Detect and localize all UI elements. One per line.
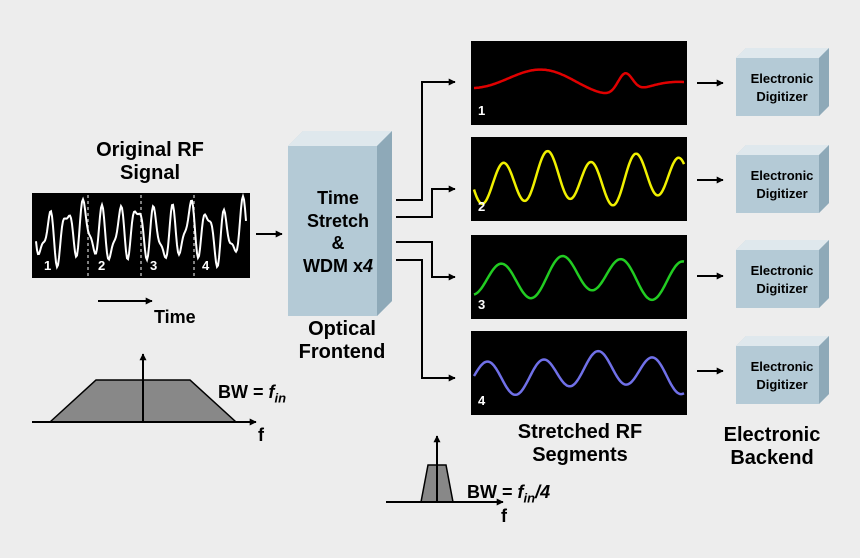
segment-waveform-3 xyxy=(473,254,685,302)
digitizer-box-3 xyxy=(736,240,829,308)
time-label: Time xyxy=(154,307,196,327)
input-frequency-axis-label: f xyxy=(258,425,264,445)
input-spectrum xyxy=(32,353,257,426)
input-segment-number-4: 4 xyxy=(202,258,210,273)
optical-frontend-caption: Optical Frontend xyxy=(298,318,386,363)
input-title-line2: Signal xyxy=(119,162,180,184)
segment-number-3: 3 xyxy=(478,297,486,312)
input-segment-number-1: 1 xyxy=(44,258,52,273)
segment-number-4: 4 xyxy=(478,393,486,408)
segment-frequency-axis-label: f xyxy=(501,506,507,526)
route-arrow-4 xyxy=(396,259,456,382)
segment-bandwidth-label: BW = fin/4 xyxy=(467,482,551,506)
digitizer-box-2 xyxy=(736,145,829,213)
segment-waveform-1 xyxy=(474,68,684,95)
segment-number-2: 2 xyxy=(478,199,486,214)
digitizer-box-1 xyxy=(736,48,829,116)
input-bandwidth-label: BW = fin xyxy=(218,382,287,406)
segment-waveform-2 xyxy=(472,149,686,207)
digitizer-box-4 xyxy=(736,336,829,404)
input-segment-number-3: 3 xyxy=(150,258,158,273)
segment-panel-4 xyxy=(471,331,687,415)
route-arrow-2 xyxy=(396,185,456,218)
route-arrow-3 xyxy=(396,241,456,281)
stretched-segments-caption: Stretched RF Segments xyxy=(517,421,643,466)
route-arrow-1 xyxy=(396,78,456,201)
segment-number-1: 1 xyxy=(478,103,486,118)
segment-panel-2 xyxy=(471,137,687,221)
digitizer-arrows xyxy=(697,79,724,375)
segment-panels xyxy=(471,41,687,415)
input-segment-number-2: 2 xyxy=(98,258,106,273)
segment-waveform-4 xyxy=(472,349,685,397)
segment-spectrum xyxy=(386,435,504,506)
input-waveform xyxy=(35,192,247,270)
input-title: Original RF Signal xyxy=(60,139,240,185)
frontend-box-label: Time Stretch & WDM x4 xyxy=(302,188,373,276)
input-title-line1: Original RF xyxy=(96,139,204,161)
electronic-backend-caption: Electronic Backend xyxy=(723,424,821,469)
optical-frontend-box xyxy=(288,131,392,316)
routing-arrows xyxy=(396,78,456,382)
